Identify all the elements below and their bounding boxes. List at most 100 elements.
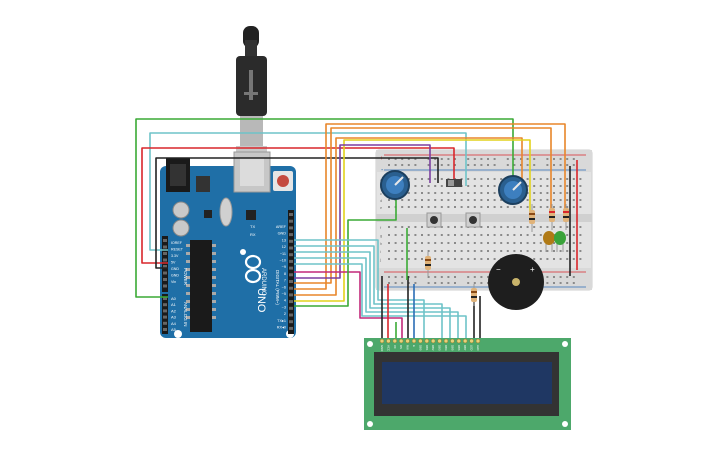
led-yellow [543, 231, 555, 252]
power-pin-label: GND [171, 267, 179, 271]
digital-pin-label: AREF [276, 225, 287, 229]
lcd-pin-label: LED [476, 345, 480, 350]
digital-pin-label: 13 [282, 238, 286, 242]
digital-pin-label: ~3 [282, 305, 286, 309]
wire-orange-1 [294, 123, 566, 290]
digital-header-pin[interactable] [289, 219, 293, 223]
digital-header-pin[interactable] [289, 320, 293, 324]
analog-header-pin[interactable] [163, 297, 167, 300]
wire-cyan-lcd-3 [294, 251, 451, 340]
lcd-pin-label: LED [470, 345, 474, 350]
resistor-2 [549, 204, 555, 230]
power-header-pin[interactable] [163, 284, 167, 288]
breadboard-row-letter: d [380, 198, 382, 203]
digital-header-pin[interactable] [289, 253, 293, 257]
lcd-screen [382, 362, 552, 404]
power-pin-label: IOREF [171, 241, 183, 245]
wire-green-a0 [135, 118, 514, 298]
power-header-pin[interactable] [163, 245, 167, 249]
digital-header-pin[interactable] [289, 326, 293, 330]
lcd-pin[interactable] [405, 338, 410, 344]
digital-header-pin[interactable] [289, 213, 293, 216]
wire-cyan-lcd-1 [294, 239, 425, 340]
pushbutton-left[interactable] [426, 212, 442, 228]
usb-cable [236, 26, 267, 156]
digital-header-pin[interactable] [289, 226, 293, 230]
digital-header-pin[interactable] [289, 300, 293, 304]
power-header-pin[interactable] [163, 271, 167, 275]
analog-header-pin[interactable] [163, 315, 167, 319]
lcd-pin[interactable] [418, 338, 423, 344]
power-header-pin[interactable] [163, 252, 167, 255]
analog-header-pin[interactable] [163, 303, 167, 307]
analog-header-pin[interactable] [163, 328, 167, 331]
lcd-pin-label: V0 [393, 345, 397, 349]
breadboard: + - abcdefghij [375, 149, 593, 291]
power-header-pin[interactable] [163, 278, 167, 281]
lcd-pin[interactable] [437, 338, 442, 344]
wire-orange-3 [294, 137, 523, 296]
buzzer-minus-label: − [496, 265, 501, 274]
digital-pin-label: ~11 [280, 252, 286, 256]
lcd-pin[interactable] [430, 338, 436, 344]
digital-header-pin[interactable] [289, 286, 293, 290]
digital-header-pin[interactable] [289, 306, 293, 310]
lcd-pin[interactable] [379, 338, 385, 344]
digital-header-pin[interactable] [289, 293, 293, 297]
analog-header-pin[interactable] [163, 309, 167, 313]
lcd-pin[interactable] [411, 338, 417, 344]
digital-header-pin[interactable] [289, 313, 293, 317]
wire-magenta [294, 271, 403, 340]
analog-header-pin[interactable] [163, 321, 167, 325]
lcd-pin[interactable] [462, 338, 468, 344]
breadboard-row-letter: h [380, 241, 382, 246]
lcd-pin[interactable] [386, 338, 391, 344]
wire-cyan-lcd-4 [294, 257, 459, 340]
breadboard-plus-label: + [380, 156, 384, 162]
power-header-pin[interactable] [163, 258, 167, 262]
breadboard-row-letter: j [379, 257, 381, 262]
digital-header-pin[interactable] [289, 239, 293, 243]
digital-header-pin[interactable] [289, 273, 293, 277]
rx-label: RX [250, 232, 256, 237]
lcd-pin[interactable] [469, 338, 474, 344]
digital-header-pin[interactable] [289, 246, 293, 250]
arduino-uno-board: ARDUINO UNO POWER ANALOG IN DIGITAL (PWM… [160, 151, 296, 338]
potentiometer-left[interactable] [380, 170, 410, 200]
lcd-pin[interactable] [392, 338, 398, 344]
wire-black-gnd [155, 157, 439, 269]
power-pin-label: 3.3V [171, 254, 179, 258]
digital-pin-label: 7 [284, 279, 286, 283]
power-pin-label: GND [171, 274, 179, 278]
digital-pin-label: RX◂0 [277, 326, 286, 330]
lcd-pin[interactable] [450, 338, 455, 344]
potentiometer-right[interactable] [498, 175, 528, 205]
breadboard-row-letter: f [380, 225, 382, 230]
digital-header-pin[interactable] [289, 280, 293, 283]
digital-pin-label: ~6 [282, 285, 286, 289]
digital-pin-label: 8 [284, 272, 286, 276]
breadboard-row-letter: g [380, 233, 382, 238]
lcd-pin[interactable] [398, 338, 404, 344]
digital-pin-label: ~5 [282, 292, 286, 296]
slide-switch[interactable] [446, 179, 462, 187]
digital-header-label: DIGITAL (PWM~) [275, 270, 280, 305]
power-header-pin[interactable] [163, 265, 167, 268]
digital-pin-label: TX▸1 [277, 319, 286, 323]
lcd-pin[interactable] [424, 338, 430, 344]
resistor-3 [563, 204, 569, 230]
digital-header-pin[interactable] [289, 259, 293, 263]
lcd-pin-label: VCC [386, 345, 390, 351]
pushbutton-right[interactable] [465, 212, 481, 228]
digital-header-pin[interactable] [289, 266, 293, 270]
lcd-pin[interactable] [475, 338, 481, 344]
lcd-pin[interactable] [456, 338, 462, 344]
power-header-pin[interactable] [163, 239, 167, 242]
lcd-pin[interactable] [443, 338, 449, 344]
wire-red-5v [141, 147, 455, 264]
power-pin-label: Vin [171, 280, 176, 284]
digital-header-pin[interactable] [289, 233, 293, 237]
tx-label: TX [250, 224, 255, 229]
